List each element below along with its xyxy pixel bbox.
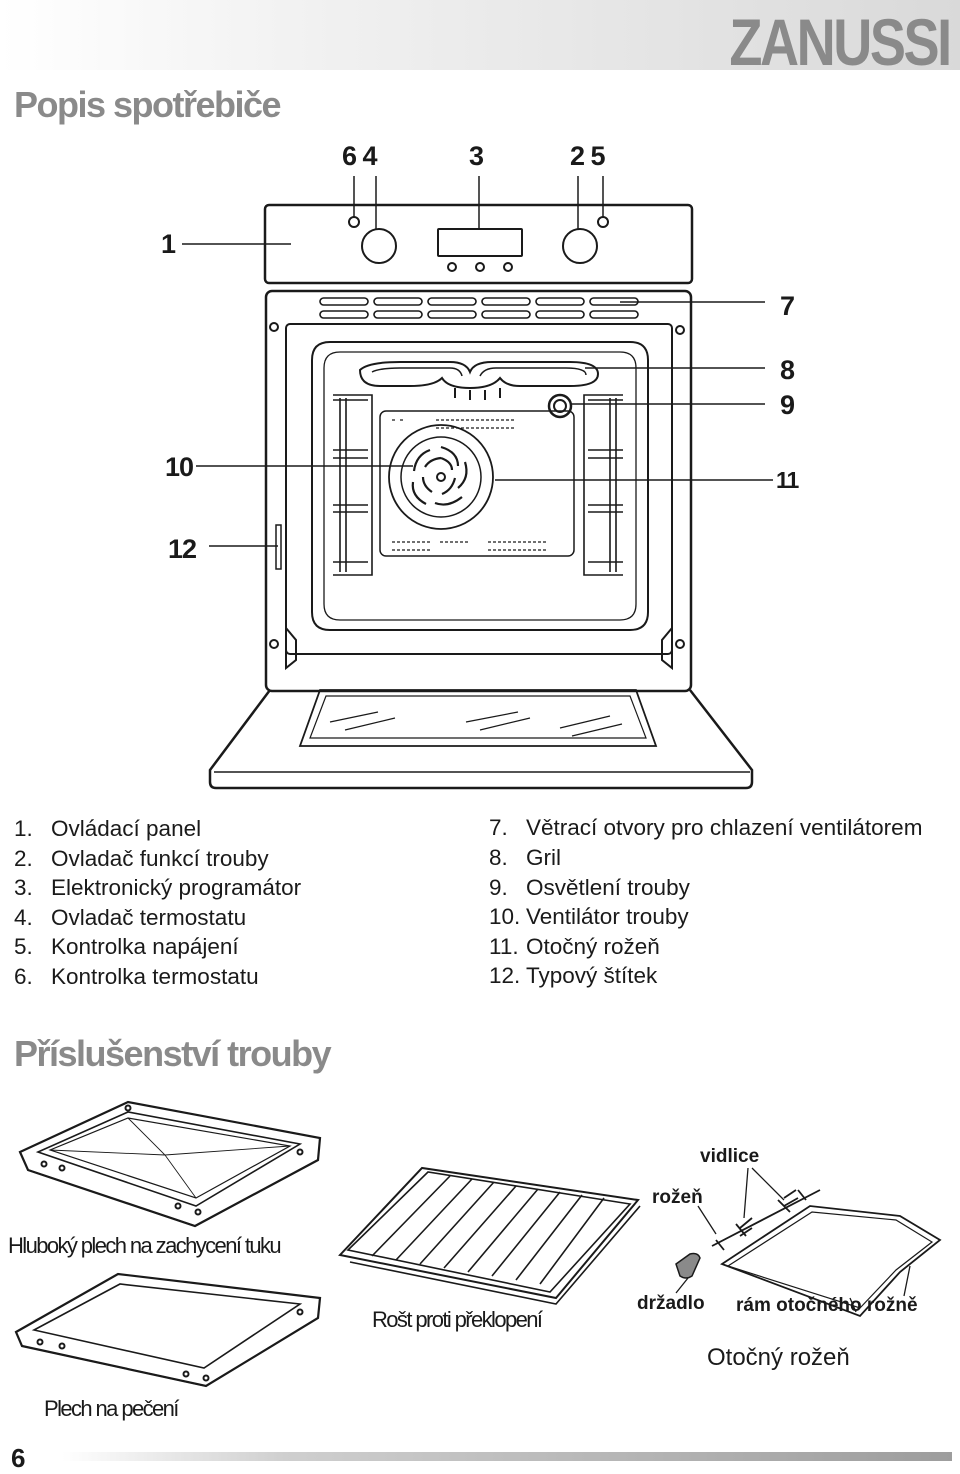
legend-item: 12.Typový štítek (489, 963, 658, 988)
oven-lamp-drawing (547, 393, 573, 419)
callout-12: 12 (168, 534, 197, 564)
handle-label: držadlo (637, 1293, 705, 1314)
legend-item: 1.Ovládací panel (14, 816, 202, 841)
callout-6-4: 6 4 (342, 141, 378, 171)
callout-8: 8 (780, 355, 795, 385)
legend-item: 5.Kontrolka napájení (14, 934, 239, 959)
baking-tray-drawing (14, 1272, 322, 1388)
callout-1: 1 (161, 229, 176, 259)
legend-item: 8.Gril (489, 845, 561, 870)
grill-element-drawing (358, 361, 600, 390)
oven-body-drawing (264, 289, 693, 693)
spit-drawing (711, 1189, 821, 1251)
callout-9: 9 (780, 390, 795, 420)
rack-caption: Rošt proti překlopení (372, 1307, 543, 1332)
accessories-title: Příslušenství trouby (14, 1033, 332, 1074)
legend-left: 1.Ovládací panel 2.Ovladač funkcí trouby… (14, 814, 301, 991)
programmer-display-drawing (437, 228, 523, 257)
oven-door-drawing (208, 689, 754, 790)
brand-logo: ZANUSSI (729, 5, 953, 79)
legend-right: 7.Větrací otvory pro chlazení ventilátor… (489, 814, 934, 991)
vent-slots-drawing (319, 297, 639, 319)
spit-frame-drawing (720, 1205, 942, 1318)
oven-cavity-drawing (311, 341, 649, 631)
legend-item: 9.Osvětlení trouby (489, 874, 690, 900)
deep-tray-caption: Hluboký plech na zachycení tuku (8, 1233, 282, 1258)
rating-plate-drawing (275, 524, 282, 570)
page-number: 6 (11, 1443, 26, 1473)
callout-11: 11 (776, 467, 799, 493)
spit-title: Otočný rožeň (707, 1344, 850, 1371)
legend-item: 10.Ventilátor trouby (489, 904, 689, 929)
legend-item: 2.Ovladač funkcí trouby (14, 845, 269, 871)
header-bar (0, 0, 960, 70)
spit-label: rožeň (652, 1187, 703, 1208)
fan-drawing (388, 424, 494, 530)
legend-item: 3.Elektronický programátor (14, 875, 302, 900)
baking-tray-caption: Plech na pečení (44, 1396, 179, 1421)
section-title: Popis spotřebiče (14, 84, 282, 125)
legend-item: 6.Kontrolka termostatu (14, 963, 259, 989)
frame-label: rám otočného rožně (736, 1295, 918, 1316)
rack-drawing (338, 1166, 641, 1305)
callout-10: 10 (165, 452, 194, 482)
callout-3: 3 (469, 141, 484, 171)
function-knob-drawing (562, 228, 598, 264)
legend-item: 4.Ovladač termostatu (14, 904, 247, 930)
side-rack-left-drawing (333, 394, 373, 576)
side-rack-right-drawing (583, 394, 623, 576)
callout-2-5: 2 5 (570, 141, 606, 171)
legend-item: 7.Větrací otvory pro chlazení ventilátor… (489, 815, 923, 840)
callout-7: 7 (780, 291, 795, 321)
deep-tray-drawing (18, 1100, 322, 1228)
thermostat-knob-drawing (361, 228, 397, 264)
fork-label: vidlice (700, 1146, 760, 1167)
legend-item: 11.Otočný rožeň (489, 933, 660, 959)
spit-handle-drawing (675, 1252, 701, 1279)
footer-bar (62, 1452, 952, 1461)
